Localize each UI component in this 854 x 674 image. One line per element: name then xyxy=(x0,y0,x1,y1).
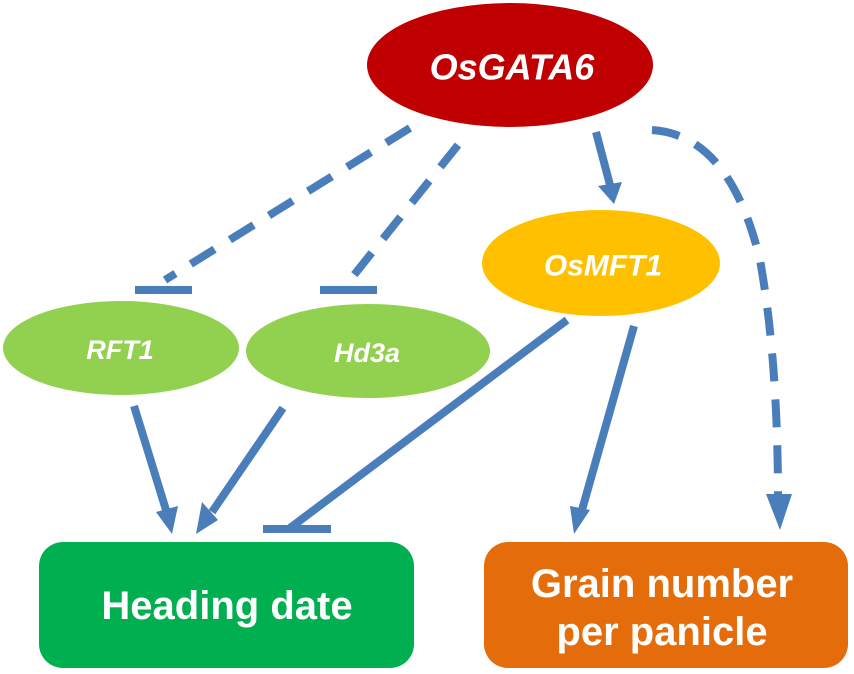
hd3a-label: Hd3a xyxy=(334,338,400,368)
arrowhead xyxy=(156,506,178,534)
node-grain-number: Grain number per panicle xyxy=(484,542,848,668)
edge-line xyxy=(162,124,413,284)
edge-osgata6-osmft1 xyxy=(592,130,622,204)
grain-number-label-line2: per panicle xyxy=(556,610,767,654)
arrowhead xyxy=(196,502,218,534)
node-osgata6: OsGATA6 xyxy=(367,3,653,127)
hd3a-ellipse xyxy=(246,304,490,398)
rft1-label: RFT1 xyxy=(86,335,154,365)
node-rft1: RFT1 xyxy=(3,301,239,395)
edge-line xyxy=(592,130,614,187)
heading-date-label: Heading date xyxy=(101,584,352,628)
edge-osgata6-grain xyxy=(651,126,792,530)
edge-osgata6-hd3a xyxy=(320,142,462,294)
arrowhead xyxy=(766,494,792,530)
edge-line xyxy=(208,405,287,515)
rft1-ellipse xyxy=(3,301,239,395)
osmft1-label: OsMFT1 xyxy=(544,250,662,283)
edge-hd3a-heading xyxy=(196,405,287,534)
edge-osmft1-grain xyxy=(570,324,638,534)
node-osmft1: OsMFT1 xyxy=(482,210,720,316)
node-heading-date: Heading date xyxy=(39,542,414,668)
arrowhead xyxy=(598,182,622,204)
edge-line xyxy=(287,316,570,532)
osgata6-label: OsGATA6 xyxy=(430,47,596,88)
arrowhead xyxy=(570,506,590,534)
edge-line xyxy=(651,126,782,501)
edge-line xyxy=(578,324,638,512)
heading-date-box xyxy=(39,542,414,668)
edge-line xyxy=(346,142,462,283)
edge-rft1-heading xyxy=(130,404,178,534)
edge-osgata6-rft1 xyxy=(135,124,413,294)
edge-osmft1-heading xyxy=(263,316,570,533)
osgata6-ellipse xyxy=(367,3,653,127)
node-hd3a: Hd3a xyxy=(246,304,490,398)
edge-line xyxy=(130,404,170,512)
osmft1-ellipse xyxy=(482,210,720,316)
grain-number-box xyxy=(484,542,848,668)
grain-number-label-line1: Grain number xyxy=(531,562,793,606)
